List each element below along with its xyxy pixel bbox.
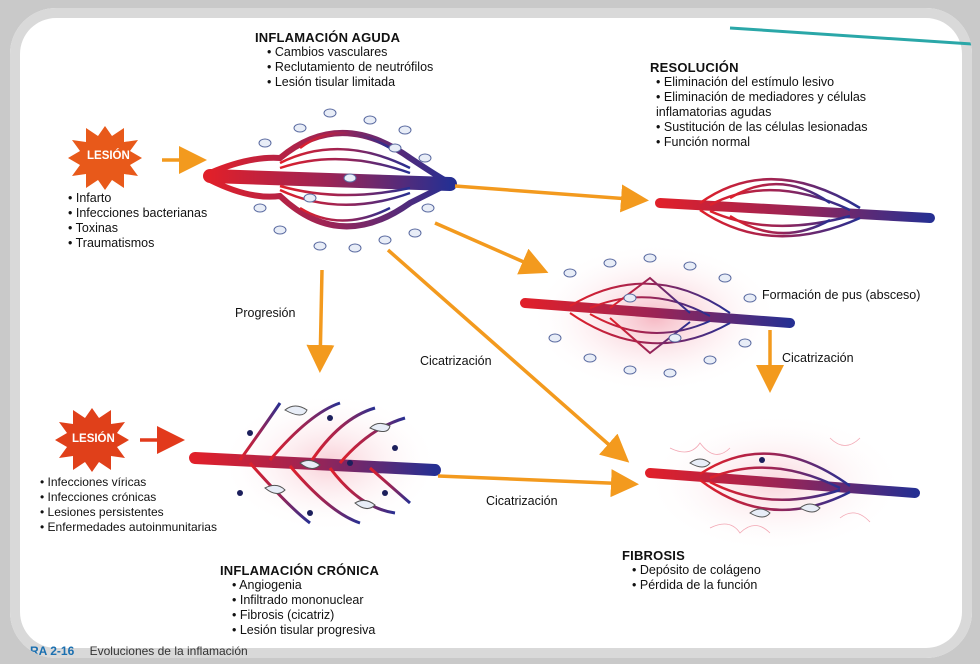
lesion-starburst-top <box>68 126 142 190</box>
injury-causes-top: Infarto Infecciones bacterianas Toxinas … <box>68 191 208 251</box>
lesion-badge-bottom: LESIÓN <box>72 433 115 445</box>
lesion-starburst-bottom <box>55 408 129 472</box>
chronic-item: Angiogenia <box>232 578 379 593</box>
progression-label: Progresión <box>235 306 296 320</box>
cause-item: Infecciones víricas <box>40 475 217 490</box>
acute-item: Cambios vasculares <box>267 45 433 60</box>
cause-item: Traumatismos <box>68 236 207 251</box>
resolution-item: Eliminación de mediadores y células infl… <box>656 90 930 120</box>
cause-item: Toxinas <box>68 221 207 236</box>
scarring-label-center: Cicatrización <box>420 354 492 368</box>
cause-item: Lesiones persistentes <box>40 505 217 520</box>
acute-inflammation-block: INFLAMACIÓN AGUDA Cambios vasculares Rec… <box>255 30 433 90</box>
injury-causes-bottom: Infecciones víricas Infecciones crónicas… <box>40 475 217 535</box>
resolution-item: Eliminación del estímulo lesivo <box>656 75 930 90</box>
acute-item: Reclutamiento de neutrófilos <box>267 60 433 75</box>
resolution-item: Sustitución de las células lesionadas <box>656 120 930 135</box>
abscess-label: Formación de pus (absceso) <box>762 288 921 302</box>
chronic-vessel-network <box>189 393 441 533</box>
chronic-title: INFLAMACIÓN CRÓNICA <box>220 563 380 578</box>
cause-item: Infecciones bacterianas <box>68 206 207 221</box>
acute-vessel-network <box>203 108 457 253</box>
figure-number: RA 2-16 <box>30 644 75 658</box>
chronic-item: Infiltrado mononuclear <box>232 593 379 608</box>
resolution-vessel-network <box>655 178 935 238</box>
figure-caption: RA 2-16 Evoluciones de la inflamación <box>30 644 248 658</box>
fibrosis-item: Depósito de colágeno <box>632 563 761 578</box>
flow-arrows <box>140 146 784 498</box>
figure-caption-text: Evoluciones de la inflamación <box>89 644 248 658</box>
lesion-badge-top: LESIÓN <box>87 150 130 162</box>
acute-title: INFLAMACIÓN AGUDA <box>255 30 401 45</box>
chronic-item: Lesión tisular progresiva <box>232 623 379 638</box>
diagram-artwork <box>55 26 972 553</box>
cause-item: Infarto <box>68 191 207 206</box>
fibrosis-block: FIBROSIS Depósito de colágeno Pérdida de… <box>622 548 761 593</box>
diagram-frame: LESIÓN LESIÓN Infarto Infecciones bacter… <box>10 8 972 658</box>
resolution-item: Función normal <box>656 135 930 150</box>
cause-item: Enfermedades autoinmunitarias <box>40 520 217 535</box>
abscess-vessel-network <box>520 243 795 393</box>
fibrosis-title: FIBROSIS <box>622 548 685 563</box>
fibrosis-vessel-network <box>645 413 920 553</box>
resolution-block: RESOLUCIÓN Eliminación del estímulo lesi… <box>650 60 930 150</box>
resolution-title: RESOLUCIÓN <box>650 60 739 75</box>
cause-item: Infecciones crónicas <box>40 490 217 505</box>
fibrosis-item: Pérdida de la función <box>632 578 761 593</box>
scarring-label-bottom: Cicatrización <box>486 494 558 508</box>
chronic-inflammation-block: INFLAMACIÓN CRÓNICA Angiogenia Infiltrad… <box>220 563 379 638</box>
chronic-item: Fibrosis (cicatriz) <box>232 608 379 623</box>
scarring-label-right: Cicatrización <box>782 351 854 365</box>
acute-item: Lesión tisular limitada <box>267 75 433 90</box>
